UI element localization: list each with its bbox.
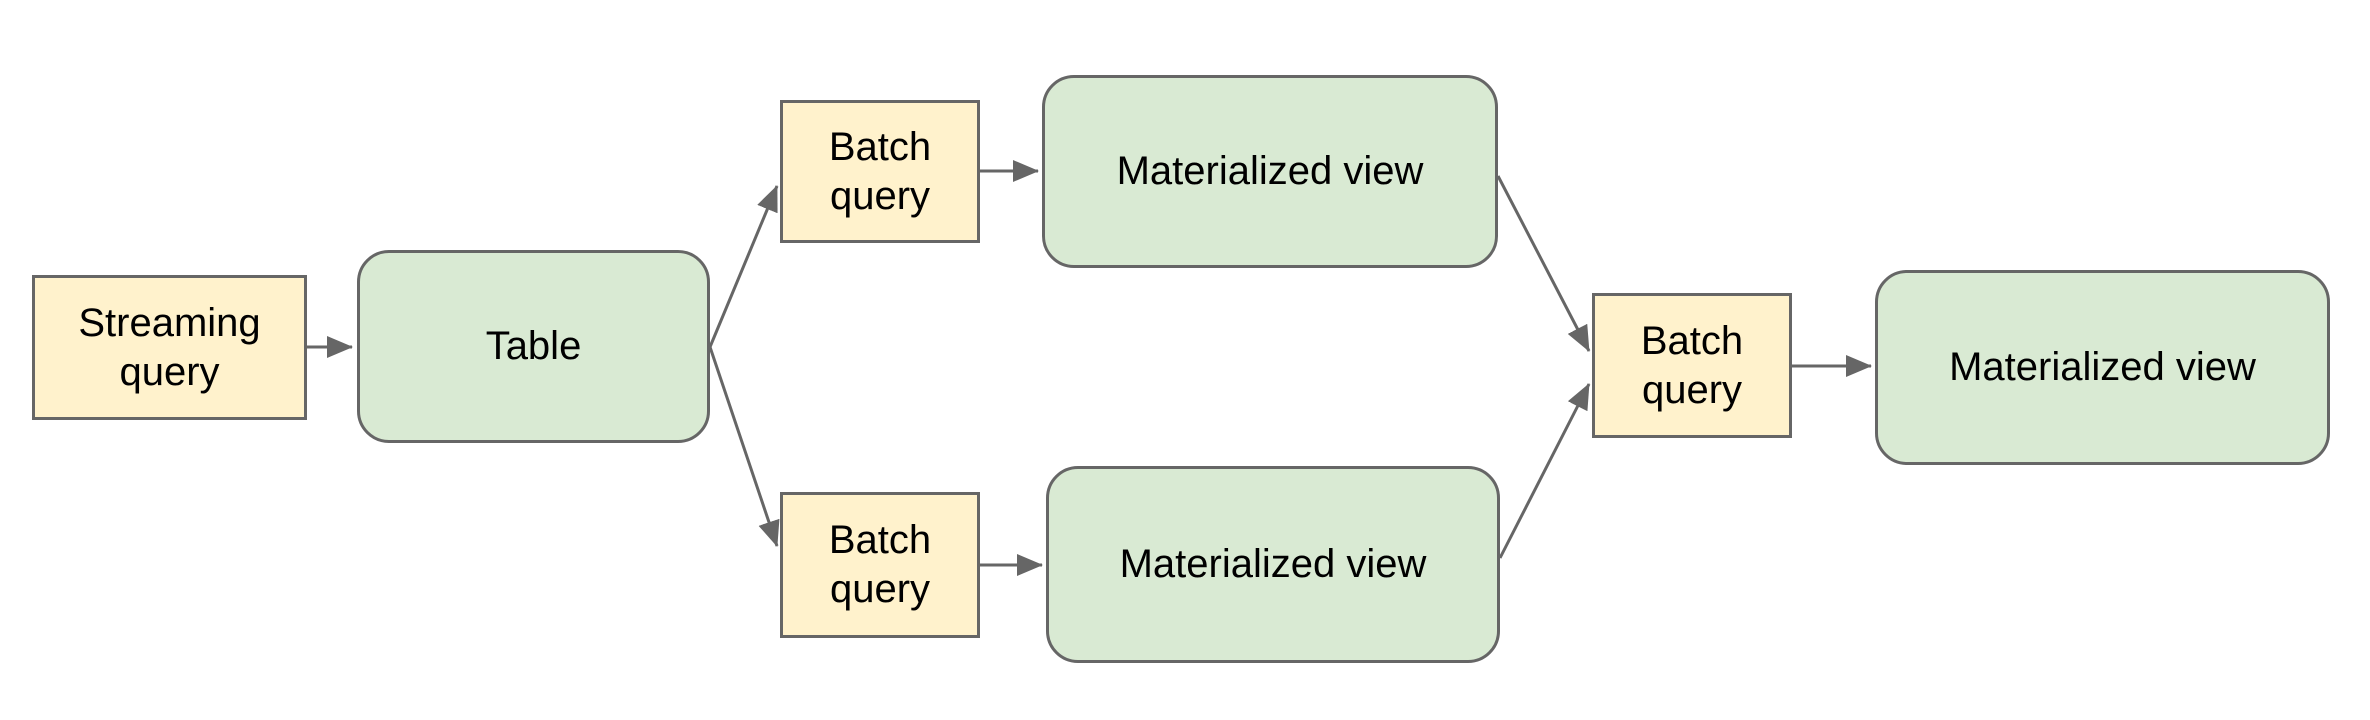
node-label: Materialized view (1119, 542, 1427, 587)
node-label: query (119, 349, 220, 394)
node-materialized-view-bottom: Materialized view (1046, 466, 1500, 663)
edge-materialized-view-top-to-batch-query-right (1496, 175, 1591, 352)
node-label: query (829, 567, 931, 611)
edge-materialized-view-bottom-to-batch-query-right (1498, 383, 1591, 559)
node-table: Table (357, 250, 710, 443)
node-label: Batch (828, 518, 932, 563)
edge-table-to-batch-query-top (708, 185, 779, 348)
node-label: Table (485, 324, 582, 369)
node-label: query (829, 173, 931, 218)
node-materialized-view-top: Materialized view (1042, 75, 1498, 268)
node-label: Batch (828, 124, 932, 169)
node-label: query (1641, 367, 1743, 412)
node-label: Materialized view (1949, 345, 2256, 390)
node-label: Batch (1640, 318, 1744, 363)
edge-table-to-batch-query-bottom (708, 346, 780, 547)
node-label: Materialized view (1116, 149, 1424, 194)
node-materialized-view-right: Materialized view (1875, 270, 2330, 465)
node-label: Streaming (78, 300, 261, 345)
